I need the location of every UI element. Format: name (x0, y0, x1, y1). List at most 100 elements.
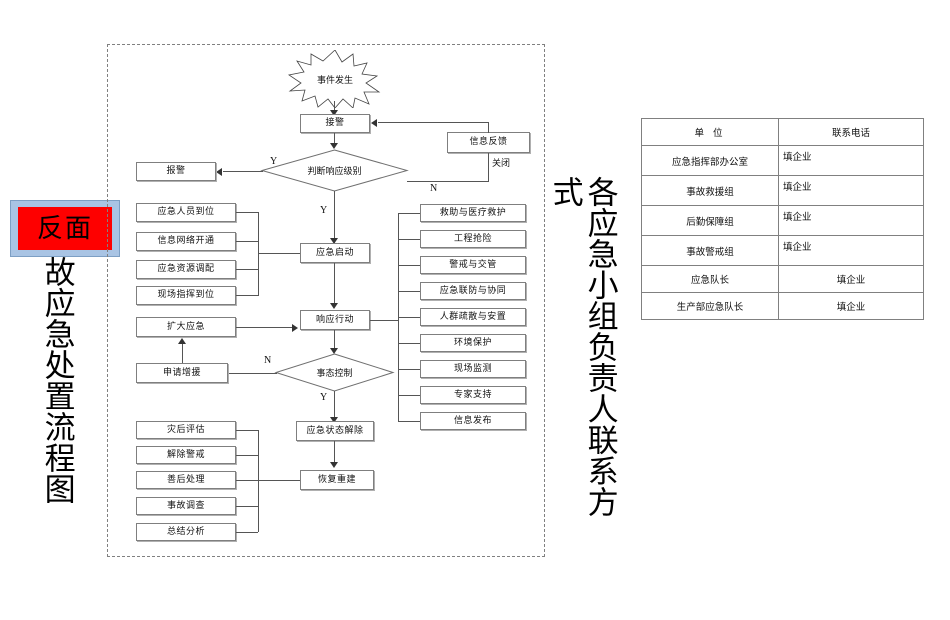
node-action-6-label: 现场监测 (453, 363, 492, 374)
edge-action-8-stub (398, 421, 420, 422)
edge-prepare-to-start (258, 253, 300, 254)
edge-after-bus (258, 430, 259, 532)
node-action-4-label: 人群疏散与安置 (439, 311, 507, 322)
edge-action-5-stub (398, 343, 420, 344)
node-action-3-label: 应急联防与协同 (439, 285, 507, 296)
edge-after-2-stub (236, 480, 258, 481)
node-prepare-1[interactable]: 信息网络开通 (136, 232, 236, 251)
node-after-0[interactable]: 灾后评估 (136, 421, 236, 439)
node-request-support[interactable]: 申请增援 (136, 363, 228, 383)
node-info-feedback-label: 信息反馈 (469, 137, 508, 147)
table-cell-phone[interactable]: 填企业 (778, 145, 924, 176)
edge-prepare-1-stub (236, 241, 258, 242)
arrow-burst-to-receive (330, 110, 338, 116)
start-event-burst: 事件发生 (285, 50, 385, 108)
node-after-3-label: 事故调查 (166, 500, 205, 511)
arrow-release-to-recovery (330, 462, 338, 468)
node-release-state-label: 应急状态解除 (306, 425, 364, 436)
node-info-feedback[interactable]: 信息反馈 (447, 132, 530, 153)
arrow-request-to-expand (178, 338, 186, 344)
edge-action-2-stub (398, 265, 420, 266)
node-judge-level[interactable]: 判断响应级别 (260, 149, 409, 192)
edge-release-to-recovery (334, 441, 335, 466)
node-receive-alarm[interactable]: 接警 (300, 114, 370, 133)
node-action-8[interactable]: 信息发布 (420, 412, 526, 430)
edge-control-no (228, 373, 277, 374)
table-cell-unit: 应急队长 (641, 265, 779, 293)
edge-prepare-3-stub (236, 295, 258, 296)
node-after-1[interactable]: 解除警戒 (136, 446, 236, 464)
node-action-5-label: 环境保护 (453, 337, 492, 348)
page-title-vertical: 故应急处置流程图 (38, 256, 75, 504)
node-report-alarm[interactable]: 报警 (136, 162, 216, 181)
node-judge-level-label: 判断响应级别 (307, 167, 362, 177)
edge-action-3-stub (398, 291, 420, 292)
node-action-6[interactable]: 现场监测 (420, 360, 526, 378)
node-after-0-label: 灾后评估 (166, 424, 205, 435)
node-response-action-label: 响应行动 (315, 314, 354, 325)
node-prepare-2-label: 应急资源调配 (157, 264, 215, 274)
node-prepare-3[interactable]: 现场指挥到位 (136, 286, 236, 305)
node-after-3[interactable]: 事故调查 (136, 497, 236, 515)
node-action-4[interactable]: 人群疏散与安置 (420, 308, 526, 326)
edge-label-control-no: N (264, 355, 272, 366)
edge-control-yes (334, 391, 335, 421)
node-action-2-label: 警戒与交管 (449, 259, 497, 270)
node-after-2-label: 善后处理 (166, 474, 205, 485)
edge-judge-no-right (407, 181, 489, 182)
table-cell-phone[interactable]: 填企业 (778, 205, 924, 236)
node-situation-control[interactable]: 事态控制 (274, 353, 395, 392)
node-prepare-2[interactable]: 应急资源调配 (136, 260, 236, 279)
arrow-expand-to-response (292, 324, 298, 332)
node-release-state[interactable]: 应急状态解除 (296, 421, 374, 441)
edge-action-4-stub (398, 317, 420, 318)
node-after-2[interactable]: 善后处理 (136, 471, 236, 489)
node-after-1-label: 解除警戒 (166, 449, 205, 460)
node-action-1[interactable]: 工程抢险 (420, 230, 526, 248)
table-row: 生产部应急队长填企业 (641, 292, 924, 320)
table-cell-phone[interactable]: 填企业 (778, 265, 924, 293)
table-row: 后勤保障组填企业 (641, 205, 924, 236)
edge-label-close: 关闭 (492, 159, 511, 169)
node-action-7[interactable]: 专家支持 (420, 386, 526, 404)
table-cell-unit: 事故警戒组 (641, 235, 779, 266)
arrow-start-to-response (330, 303, 338, 309)
start-event-label: 事件发生 (316, 75, 353, 86)
node-action-5[interactable]: 环境保护 (420, 334, 526, 352)
table-cell-unit: 应急指挥部办公室 (641, 145, 779, 176)
node-action-0[interactable]: 救助与医疗救护 (420, 204, 526, 222)
node-action-1-label: 工程抢险 (453, 233, 492, 244)
edge-after-0-stub (236, 430, 258, 431)
edge-expand-to-response (236, 327, 293, 328)
node-after-4[interactable]: 总结分析 (136, 523, 236, 541)
edge-label-judge-yes-down: Y (320, 205, 328, 216)
edge-action-7-stub (398, 395, 420, 396)
edge-prepare-bus (258, 212, 259, 296)
node-action-7-label: 专家支持 (453, 389, 492, 400)
table-cell-phone[interactable]: 填企业 (778, 235, 924, 266)
table-cell-phone[interactable]: 填企业 (778, 292, 924, 320)
node-expand-emergency[interactable]: 扩大应急 (136, 317, 236, 337)
node-prepare-0[interactable]: 应急人员到位 (136, 203, 236, 222)
node-recovery-rebuild[interactable]: 恢复重建 (300, 470, 374, 490)
arrow-feedback-to-receive (371, 119, 377, 127)
node-situation-control-label: 事态控制 (316, 369, 353, 379)
node-recovery-rebuild-label: 恢复重建 (317, 474, 356, 485)
contact-table: 单 位 联系电话 应急指挥部办公室填企业事故救援组填企业后勤保障组填企业事故警戒… (641, 118, 924, 320)
node-action-8-label: 信息发布 (453, 415, 492, 426)
arrow-judge-to-report (216, 168, 222, 176)
edge-response-to-actions (370, 320, 398, 321)
arrow-judge-to-start (330, 238, 338, 244)
node-emergency-start[interactable]: 应急启动 (300, 243, 370, 263)
edge-judge-yes-left (223, 171, 263, 172)
flowchart-frame (107, 44, 545, 557)
node-response-action[interactable]: 响应行动 (300, 310, 370, 330)
edge-after-to-recovery (258, 480, 300, 481)
node-emergency-start-label: 应急启动 (315, 247, 354, 258)
table-cell-phone[interactable]: 填企业 (778, 175, 924, 206)
edge-feedback-up (488, 122, 489, 133)
node-action-0-label: 救助与医疗救护 (439, 207, 507, 218)
node-action-2[interactable]: 警戒与交管 (420, 256, 526, 274)
node-action-3[interactable]: 应急联防与协同 (420, 282, 526, 300)
